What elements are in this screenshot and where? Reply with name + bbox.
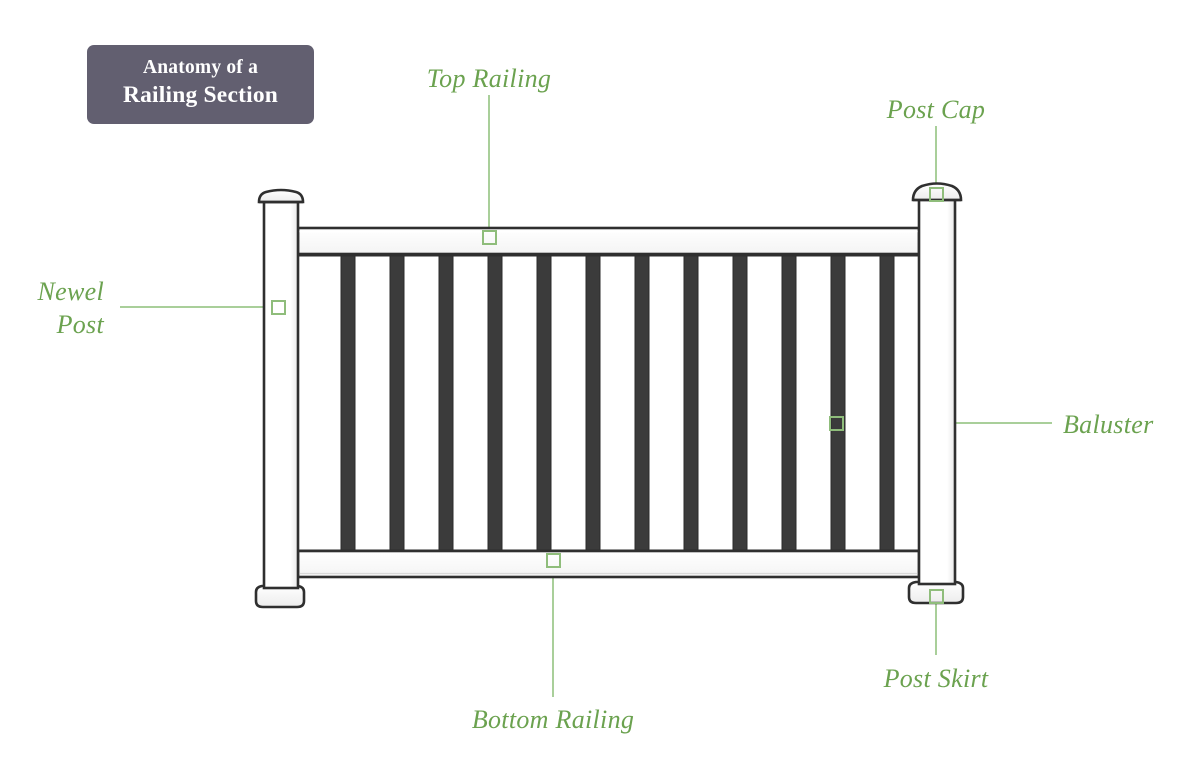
post-skirt-right bbox=[907, 580, 965, 605]
post-skirt-left bbox=[254, 584, 306, 609]
newel-post-shaft-left bbox=[262, 200, 300, 590]
post-cap-left bbox=[257, 188, 305, 204]
callout-label-newel-post: Newel Post bbox=[37, 277, 104, 340]
bottom-railing-part bbox=[296, 549, 921, 579]
baluster bbox=[879, 255, 895, 552]
newel-post-shaft-right bbox=[917, 197, 957, 586]
baluster bbox=[634, 255, 650, 552]
baluster bbox=[683, 255, 699, 552]
post-cap-right bbox=[911, 182, 963, 202]
callout-label-post-cap: Post Cap bbox=[886, 95, 986, 124]
baluster bbox=[389, 255, 405, 552]
marker-baluster bbox=[829, 416, 844, 431]
baluster bbox=[732, 255, 748, 552]
callout-label-post-skirt: Post Skirt bbox=[883, 664, 989, 693]
baluster bbox=[830, 255, 846, 552]
marker-bottom-railing bbox=[546, 553, 561, 568]
callout-label-baluster: Baluster bbox=[1063, 410, 1154, 439]
top-railing-part bbox=[296, 226, 921, 256]
leader-markers bbox=[271, 187, 944, 604]
marker-post-skirt bbox=[929, 589, 944, 604]
callout-label-bottom-railing: Bottom Railing bbox=[471, 705, 635, 734]
title-line-1: Anatomy of a bbox=[142, 57, 259, 79]
title-line-2: Railing Section bbox=[122, 82, 279, 109]
baluster bbox=[536, 255, 552, 552]
baluster bbox=[438, 255, 454, 552]
marker-newel-post bbox=[271, 300, 286, 315]
newel-post-left bbox=[254, 188, 306, 609]
title-badge: Anatomy of a Railing Section bbox=[87, 45, 314, 124]
baluster bbox=[781, 255, 797, 552]
marker-top-railing bbox=[482, 230, 497, 245]
callout-label-top-railing: Top Railing bbox=[426, 64, 552, 93]
baluster bbox=[585, 255, 601, 552]
newel-post-right bbox=[907, 182, 965, 605]
baluster bbox=[340, 255, 356, 552]
baluster bbox=[487, 255, 503, 552]
marker-post-cap bbox=[929, 187, 944, 202]
